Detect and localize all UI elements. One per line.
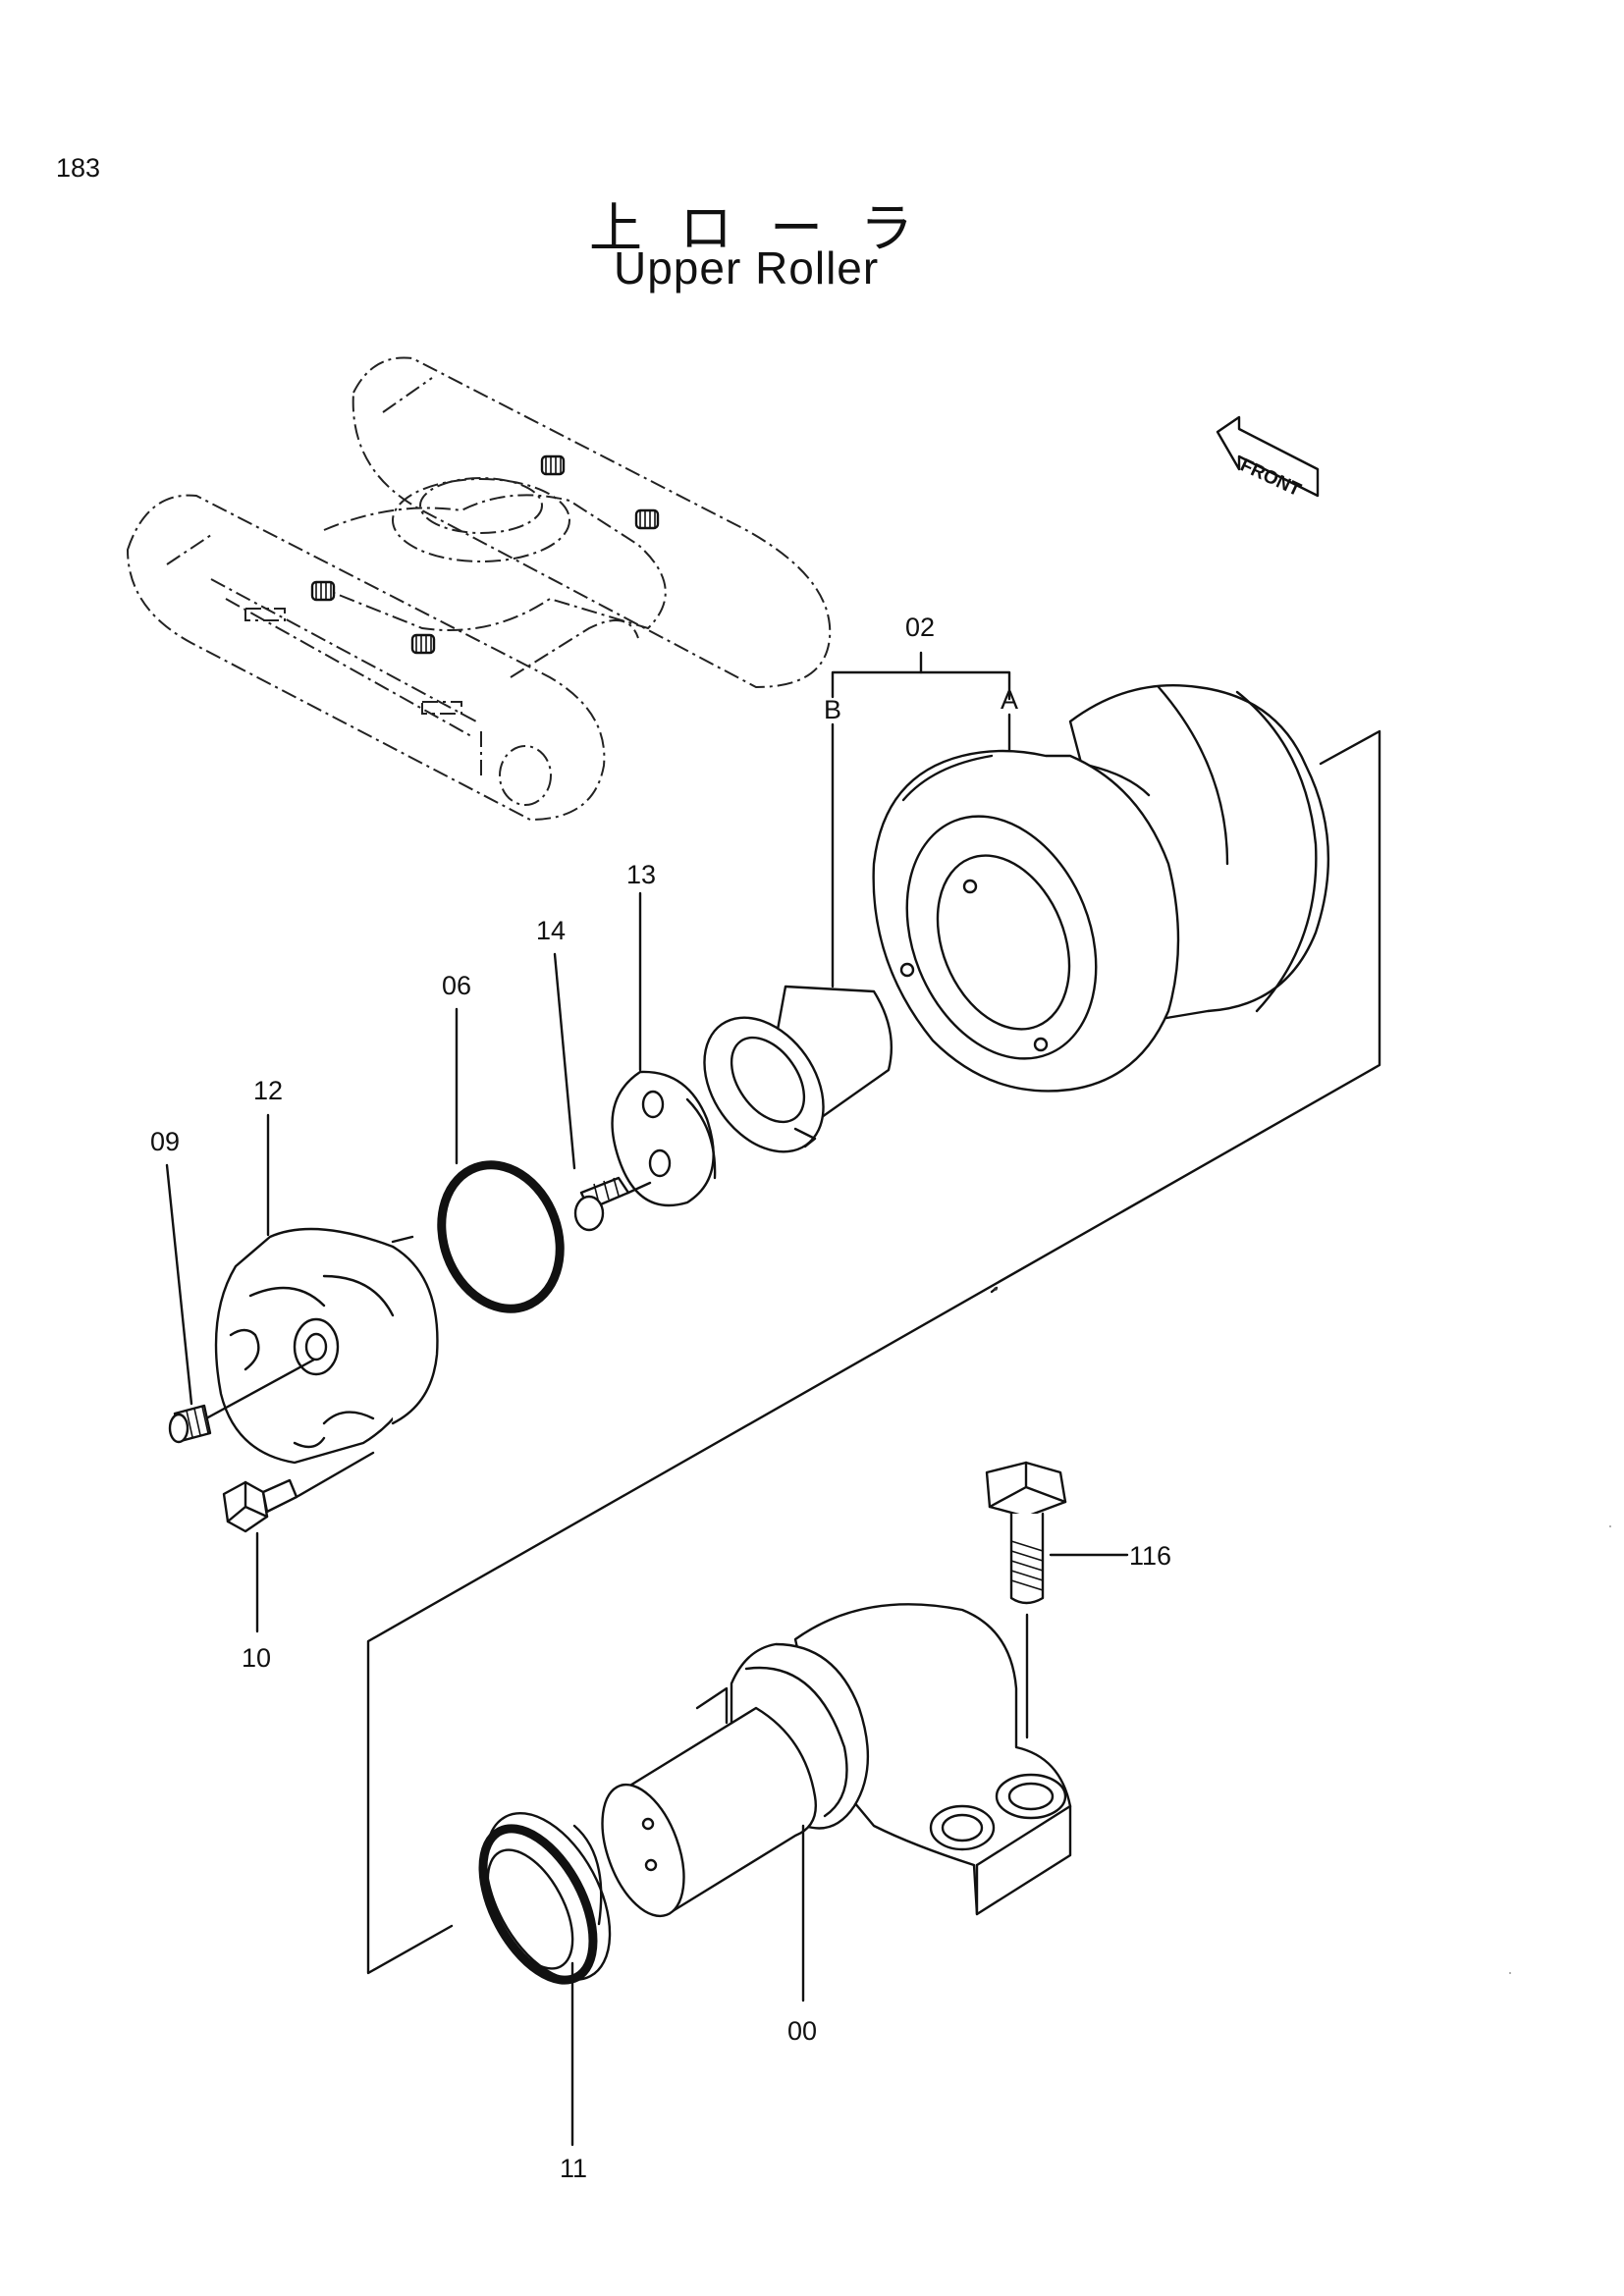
bolt-part-10 xyxy=(222,1451,375,1633)
track-frame-illustration xyxy=(126,356,832,822)
front-direction-arrow: FRONT xyxy=(1216,415,1320,501)
frame-grease-fitting-icons xyxy=(310,454,660,655)
callout-02: 02 xyxy=(905,613,935,642)
callout-09: 09 xyxy=(150,1127,180,1156)
cover-part-12 xyxy=(214,1113,439,1465)
callout-13: 13 xyxy=(626,860,656,889)
scan-artifacts xyxy=(994,1287,1611,1974)
callout-02-bracket xyxy=(831,651,1011,988)
callout-14: 14 xyxy=(536,916,566,945)
page-number: 183 xyxy=(56,153,101,183)
callout-a: A xyxy=(1001,685,1018,715)
callout-12: 12 xyxy=(253,1076,283,1105)
shaft-bracket-part-00 xyxy=(601,1603,1072,2002)
callout-116: 116 xyxy=(1129,1541,1171,1571)
bolt-part-116 xyxy=(985,1461,1129,1739)
page-title-english: Upper Roller xyxy=(614,242,880,294)
callout-06: 06 xyxy=(442,971,471,1000)
plate-part-13 xyxy=(611,891,717,1207)
callout-00: 00 xyxy=(787,2016,817,2046)
bushing-part-02b xyxy=(703,985,893,1153)
callout-11: 11 xyxy=(560,2154,587,2183)
callout-10: 10 xyxy=(242,1643,271,1673)
bolt-part-14 xyxy=(553,952,652,1232)
callout-b: B xyxy=(824,695,841,724)
page-title-japanese: 上ローラ xyxy=(589,197,950,259)
seal-part-11 xyxy=(478,1811,612,2147)
plug-part-09 xyxy=(165,1163,316,1444)
o-ring-part-06 xyxy=(437,1007,565,1313)
roller-part-02a xyxy=(872,683,1330,1093)
